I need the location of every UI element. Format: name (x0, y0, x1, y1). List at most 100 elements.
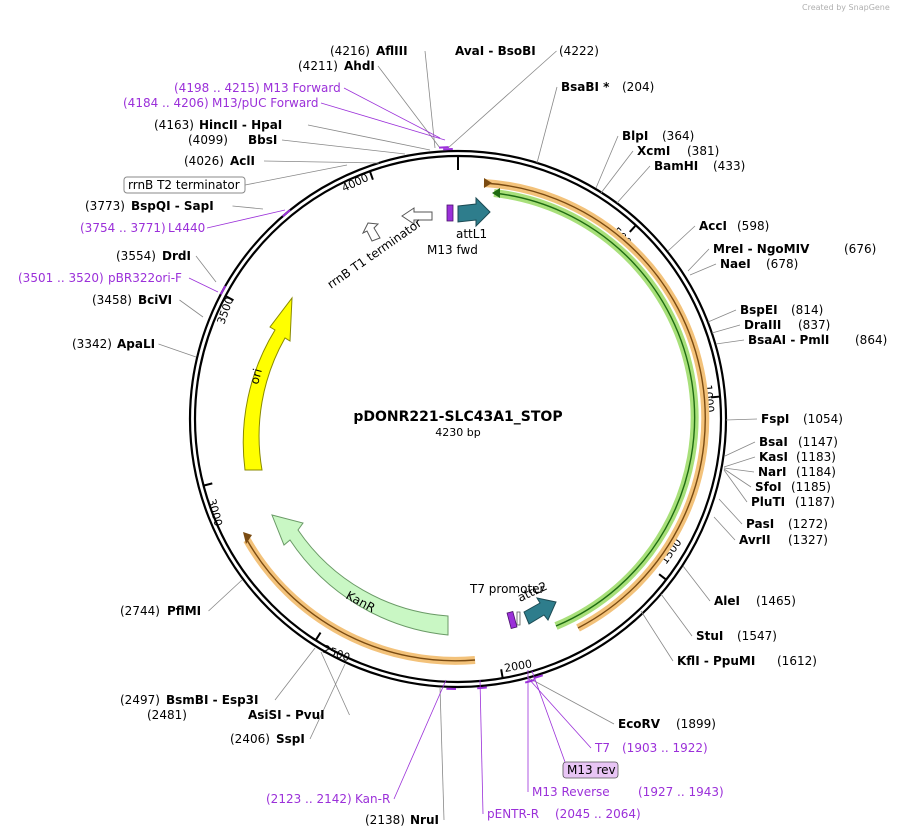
enzyme-name-bsmbi: BsmBI - Esp3I (166, 693, 258, 707)
enzyme-leader (263, 160, 380, 164)
enzyme-name-acli: AclI (230, 154, 255, 168)
enzyme-name-sfoi: SfoI (755, 480, 782, 494)
enzyme-name-afliii: AflIII (376, 44, 408, 58)
enzyme-name-avrii: AvrII (739, 533, 771, 547)
t7-promoter-marker (516, 611, 521, 626)
enzyme-pos-ecorv: (1899) (676, 717, 716, 731)
primer-range-t7: (1903 .. 1922) (622, 741, 708, 755)
orf-orange-line-right (483, 182, 706, 629)
enzyme-pos-drdi: (3554) (116, 249, 156, 263)
attl2-arrow (523, 597, 557, 625)
enzyme-leader (195, 255, 217, 283)
primer-leader (479, 679, 484, 815)
enzyme-leader (660, 593, 693, 637)
tick-mark (710, 395, 721, 399)
primer-range-pbr322: (3501 .. 3520) (18, 271, 104, 285)
primer-name-pentrr: pENTR-R (487, 807, 539, 821)
enzyme-leader (158, 343, 197, 358)
enzyme-pos-sspi: (2406) (230, 732, 270, 746)
enzyme-pos-bspei: (814) (791, 303, 823, 317)
primer-leader (188, 277, 219, 293)
enzyme-leader (208, 579, 243, 612)
m13-rev-box (562, 761, 619, 779)
enzyme-name-bsai: BsaI (759, 435, 788, 449)
orf-green-line (493, 192, 696, 627)
enzyme-leader (595, 135, 619, 189)
enzyme-name-mrei: MreI - NgoMIV (713, 242, 810, 256)
primer-name-m13rev: M13 Reverse (532, 785, 610, 799)
enzyme-leader (377, 65, 441, 149)
enzyme-leader (682, 565, 711, 602)
enzyme-name-acci: AccI (699, 219, 727, 233)
primer-range-pentrr: (2045 .. 2064) (555, 807, 641, 821)
enzyme-leader (667, 225, 696, 252)
tick-mark (203, 482, 213, 487)
enzyme-name-kasi: KasI (759, 450, 788, 464)
tick-label: 3000 (205, 497, 225, 527)
primer-name-m13puc: M13/pUC Forward (212, 96, 319, 110)
enzyme-leader (616, 165, 651, 204)
ori-label: ori (247, 367, 265, 386)
enzyme-pos-pflmi: (2744) (120, 604, 160, 618)
m13-rev-box-label: M13 rev (567, 763, 616, 777)
enzyme-leader (536, 86, 558, 164)
enzyme-leader (718, 498, 743, 525)
enzyme-name-fspi: FspI (761, 412, 789, 426)
enzyme-name-avai: AvaI - BsoBI (455, 44, 536, 58)
tick-mark (368, 170, 374, 181)
enzyme-name-asisi: AsiSI - PvuI (248, 708, 325, 722)
primer-site-mark (282, 209, 291, 218)
enzyme-name-bsabi: BsaBI * (561, 80, 610, 94)
enzyme-leader (447, 50, 557, 149)
tick-mark (500, 669, 504, 679)
enzyme-leader (711, 324, 741, 334)
enzyme-name-nari: NarI (758, 465, 787, 479)
enzyme-name-sspi: SspI (276, 732, 305, 746)
enzyme-name-bbsi: BbsI (248, 133, 277, 147)
enzyme-name-bspqi: BspQI - SapI (131, 199, 214, 213)
enzyme-pos-avai: (4222) (559, 44, 599, 58)
enzyme-pos-bbsi: (4099) (188, 133, 228, 147)
enzyme-pos-hinci: (4163) (154, 118, 194, 132)
enzyme-name-pasi: PasI (746, 517, 774, 531)
primer-range-m13rev: (1927 .. 1943) (638, 785, 724, 799)
enzyme-leader (424, 50, 436, 149)
enzyme-pos-pluti: (1187) (795, 495, 835, 509)
enzyme-pos-pasi: (1272) (788, 517, 828, 531)
tick-mark (314, 632, 322, 641)
enzyme-pos-apali: (3342) (72, 337, 112, 351)
ori-feature (242, 296, 293, 471)
primer-site-mark (438, 146, 449, 149)
enzyme-leader (526, 676, 615, 725)
tick-mark (658, 573, 667, 581)
enzyme-leader (723, 468, 752, 488)
enzyme-leader (281, 139, 406, 155)
enzyme-name-bspei: BspEI (740, 303, 778, 317)
enzyme-leader (724, 441, 756, 457)
rrnb-t2-label: rrnB T2 terminator (128, 178, 240, 192)
enzyme-name-bsaai: BsaAI - PmlI (748, 333, 829, 347)
orf-green-arrowhead (492, 188, 500, 198)
m13-fwd-label: M13 fwd (427, 243, 478, 257)
tick-label: 2500 (321, 643, 352, 665)
enzyme-leader (232, 205, 264, 210)
plasmid-length: 4230 bp (435, 426, 480, 439)
enzyme-leader (600, 150, 634, 194)
enzyme-pos-fspi: (1054) (803, 412, 843, 426)
enzyme-pos-bspqi: (3773) (85, 199, 125, 213)
enzyme-leader (307, 124, 431, 151)
kanr-feature (271, 514, 449, 636)
primer-leader (393, 679, 447, 800)
orf-orange-line-left (246, 539, 476, 662)
enzyme-leader (640, 610, 674, 662)
enzyme-leader (320, 651, 350, 716)
attl1-arrow (457, 196, 491, 228)
enzyme-pos-blpi: (364) (662, 129, 694, 143)
orf-orange-left-arrowhead (243, 532, 252, 544)
tick-mark (629, 224, 637, 233)
m13-rev-box-leader (531, 670, 566, 763)
primer-name-kanr: Kan-R (355, 792, 390, 806)
enzyme-leader (179, 299, 204, 318)
primer-leader (343, 87, 441, 139)
primer-range-kanr: (2123 .. 2142) (266, 792, 352, 806)
